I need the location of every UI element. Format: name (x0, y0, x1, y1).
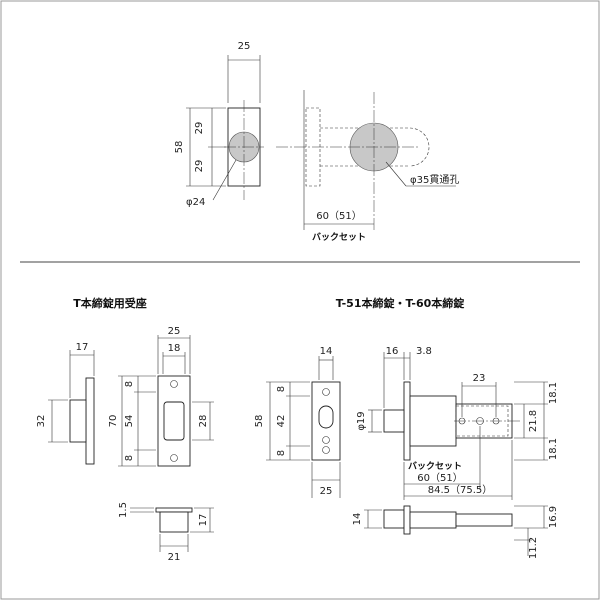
dim-top-backset: 60（51） (316, 210, 361, 222)
strike-box-body (159, 511, 189, 533)
dim-right-case-bottom: 18.1 (548, 438, 559, 460)
dim-top-width: 25 (238, 41, 251, 52)
dim-left-depth: 17 (76, 342, 89, 353)
dim-right-bolt-side: 14 (352, 513, 363, 526)
dim-left-top-gap: 8 (124, 381, 135, 387)
dim-left-slot: 28 (198, 415, 209, 428)
dim-right-backset: 60（51） (417, 472, 462, 484)
dim-top-total-height: 58 (174, 141, 185, 154)
dim-right-bolt-low: 11.2 (528, 537, 539, 559)
strike-slot (163, 401, 185, 441)
dim-right-case-mid: 21.8 (528, 410, 539, 432)
lock-tube (409, 395, 457, 447)
bolt-case-bottom (455, 513, 513, 527)
left-section: T本締錠用受座 17 32 25 18 70 54 8 (36, 296, 214, 563)
dim-top-upper: 29 (194, 122, 205, 135)
dim-right-flange-thick: 3.8 (416, 346, 432, 357)
dim-right-top-gap: 8 (276, 386, 287, 392)
dim-right-round: φ19 (356, 411, 367, 430)
dim-large-hole: φ35貫通孔 (410, 174, 459, 186)
bolt-opening (318, 405, 334, 429)
dim-right-bolt-height: 16.9 (548, 506, 559, 528)
label-right-backset: バックセット (408, 461, 462, 472)
dim-left-width: 25 (168, 326, 181, 337)
dim-right-case-top: 18.1 (548, 382, 559, 404)
left-title: T本締錠用受座 (73, 296, 147, 310)
dim-right-bottom-gap: 8 (276, 450, 287, 456)
strike-side-box (69, 399, 87, 443)
dim-right-overall: 84.5（75.5） (428, 484, 493, 496)
dim-left-thickness: 1.5 (118, 502, 129, 518)
dim-left-bottom-gap: 8 (124, 455, 135, 461)
lock-side-flange (403, 381, 411, 461)
dim-right-plate-width: 25 (320, 486, 333, 497)
dim-left-mid: 54 (124, 415, 135, 428)
dim-right-total-height: 58 (254, 415, 265, 428)
right-section: T-51本締錠・T-60本締錠 14 58 42 8 8 25 (254, 296, 559, 559)
lock-side-bolt (383, 409, 405, 433)
strike-side-plate (85, 377, 95, 465)
bolt-head-bottom (383, 509, 405, 529)
dim-left-total: 70 (108, 415, 119, 428)
dim-top-lower: 29 (194, 160, 205, 173)
dim-left-box-height: 17 (198, 514, 209, 527)
dim-right-mid: 42 (276, 415, 287, 428)
dim-right-holes: 23 (473, 373, 486, 384)
strike-box-flange (155, 507, 193, 513)
dim-small-hole: φ24 (186, 197, 205, 208)
dim-left-inner-width: 18 (168, 343, 181, 354)
label-top-backset: バックセット (312, 232, 366, 243)
dim-right-face-width: 14 (320, 346, 333, 357)
dim-left-box-width: 21 (168, 552, 181, 563)
right-title: T-51本締錠・T-60本締錠 (336, 296, 466, 310)
bolt-shaft-bottom (409, 511, 457, 529)
top-section: 25 58 29 29 φ24 φ35貫通孔 60（51） バックセット (174, 41, 459, 243)
dim-right-flange: 16 (386, 346, 399, 357)
dim-left-height: 32 (36, 415, 47, 428)
